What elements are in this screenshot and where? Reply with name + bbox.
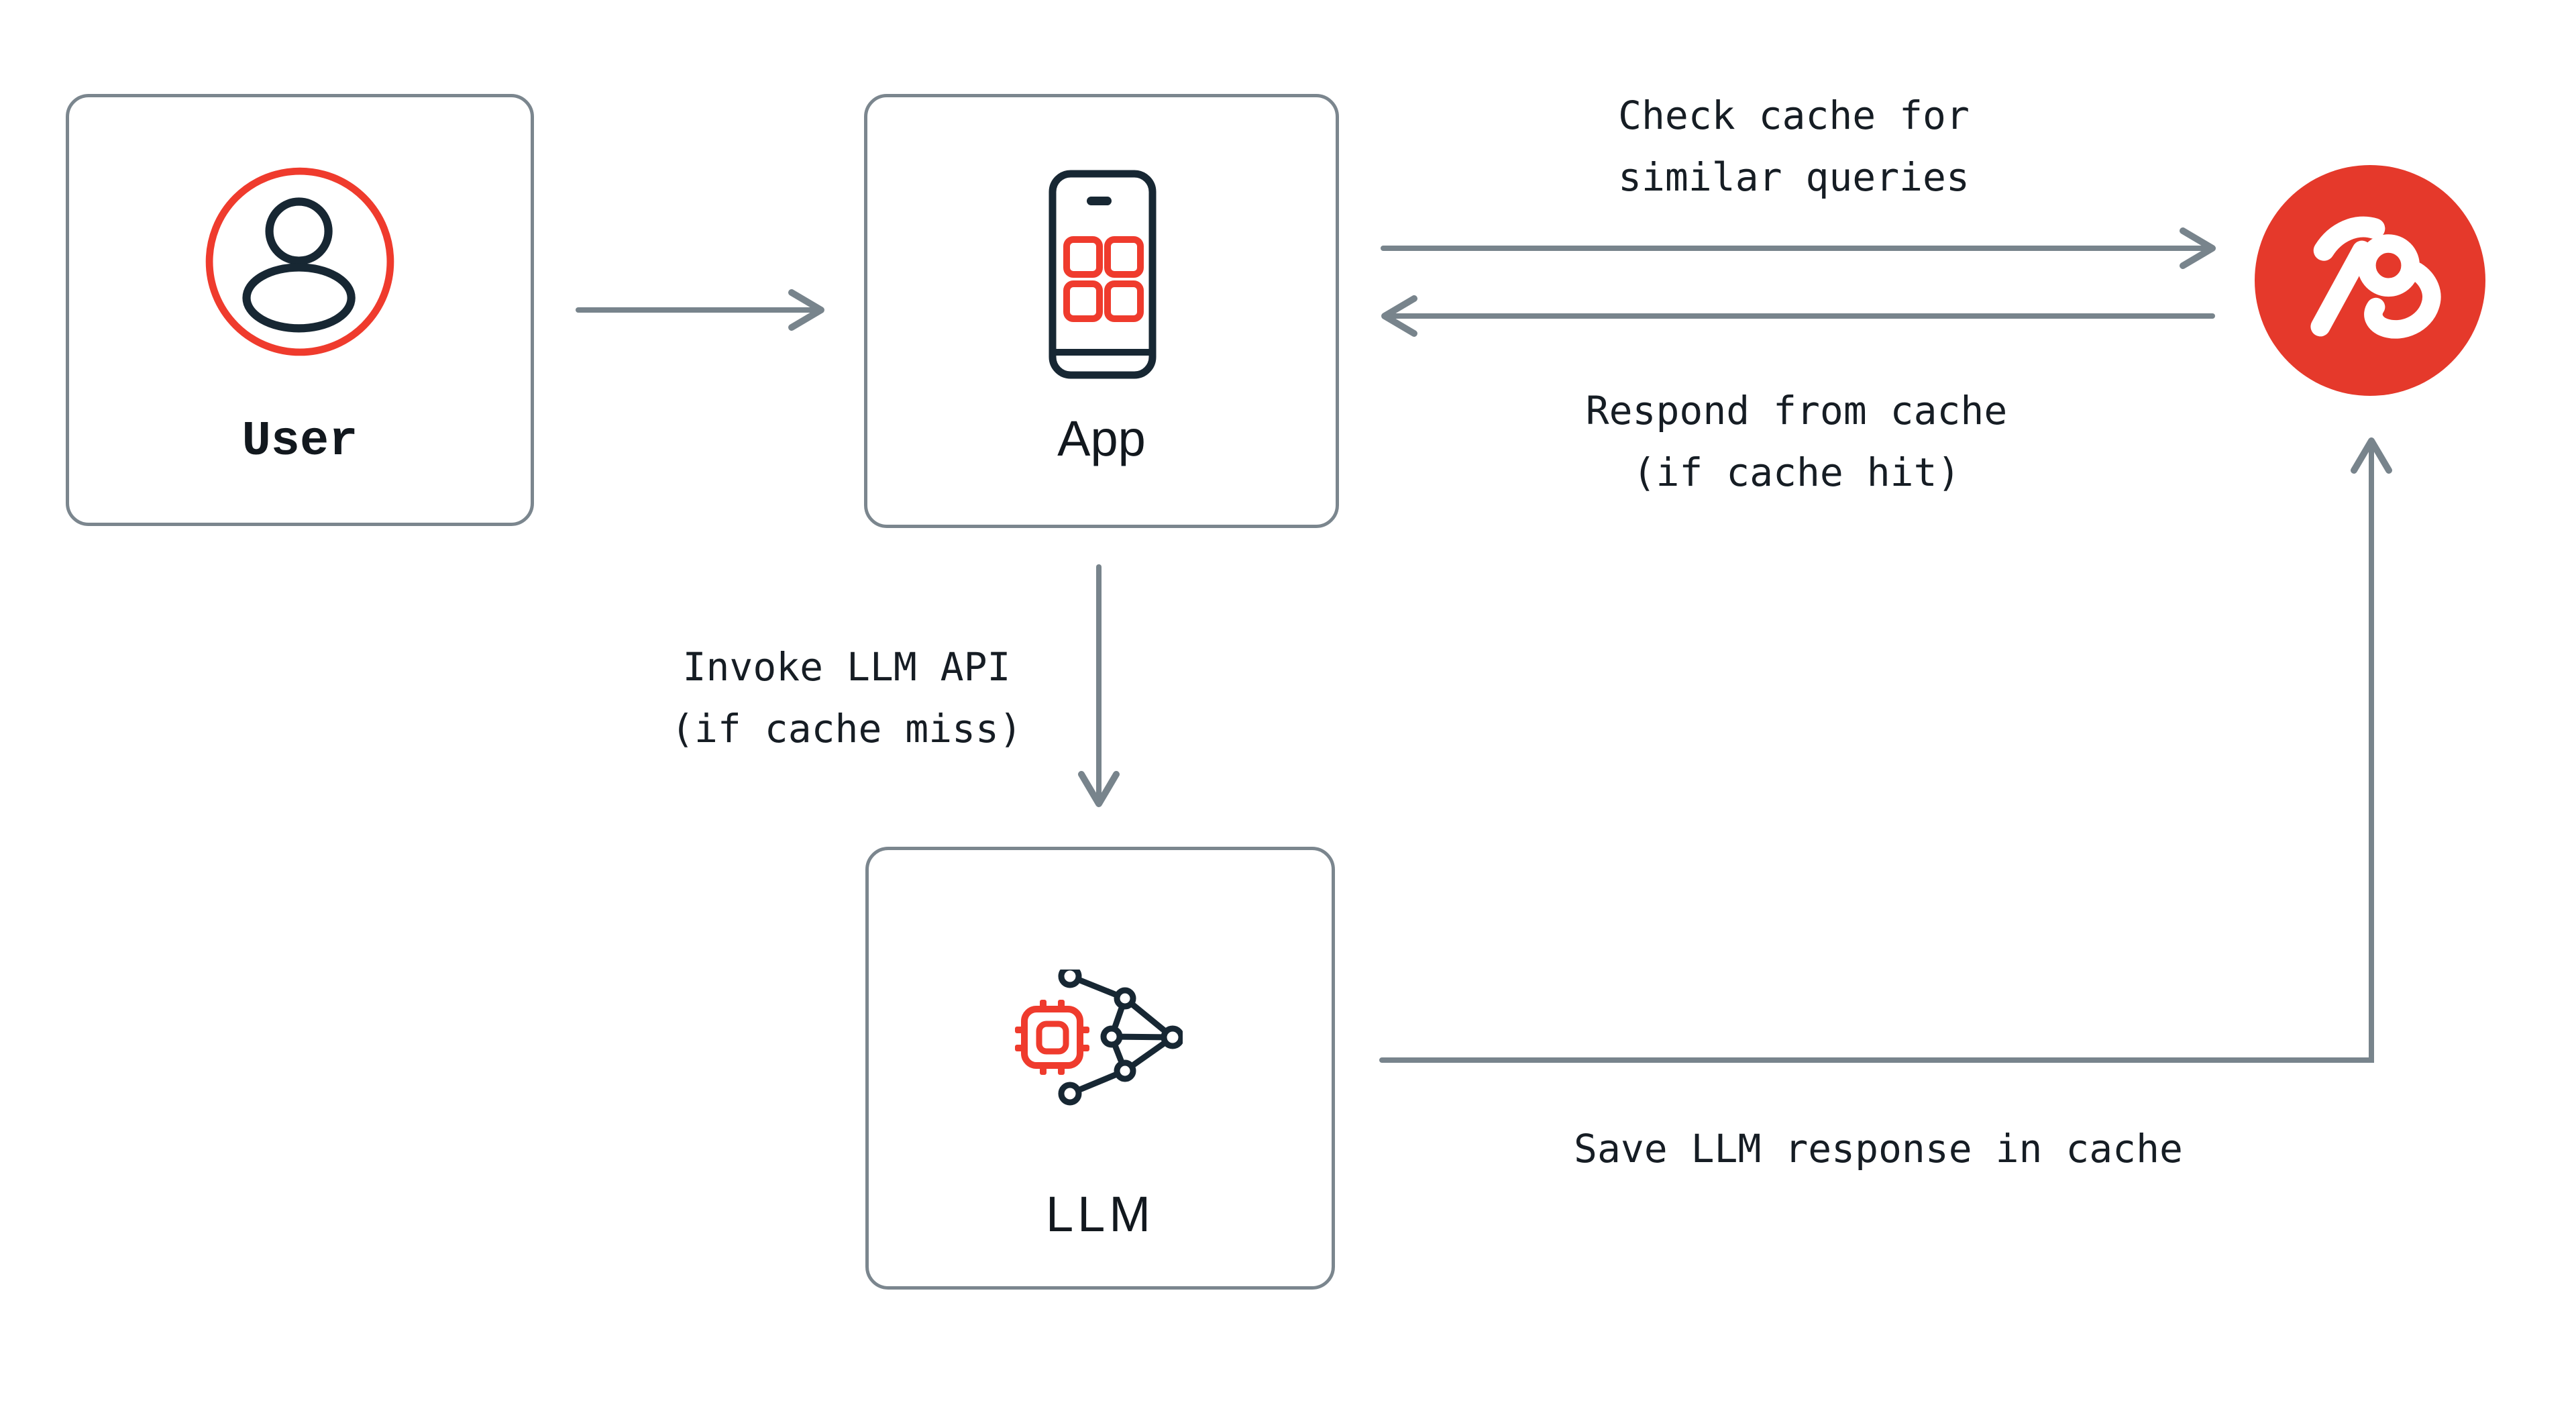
user-node: User — [66, 94, 534, 526]
arrowhead-user-to-app — [788, 289, 824, 331]
edge-label-respond-from-cache: Respond from cache (if cache hit) — [1585, 388, 2008, 495]
arrowhead-app-to-redis — [2180, 227, 2216, 269]
app-node-label: App — [1057, 411, 1146, 466]
chip-network-icon — [1015, 970, 1183, 1106]
user-node-label: User — [241, 414, 358, 469]
arrowhead-redis-to-app — [1381, 295, 1417, 337]
arrowhead-app-to-llm — [1078, 771, 1120, 807]
redis-logo-icon — [2255, 165, 2485, 396]
edge-label-save-llm-response: Save LLM response in cache — [1574, 1126, 2183, 1171]
edge-label-invoke-llm-api: Invoke LLM API (if cache miss) — [671, 644, 1022, 751]
arrow-llm-to-redis — [1379, 441, 2374, 1063]
smartphone-icon — [1049, 170, 1157, 379]
arrowhead-llm-to-redis — [2351, 437, 2392, 474]
llm-node-label: LLM — [1046, 1186, 1155, 1242]
app-node: App — [864, 94, 1339, 528]
edge-label-check-cache: Check cache for similar queries — [1618, 93, 1970, 200]
person-icon — [205, 167, 394, 356]
llm-node: LLM — [865, 847, 1335, 1290]
